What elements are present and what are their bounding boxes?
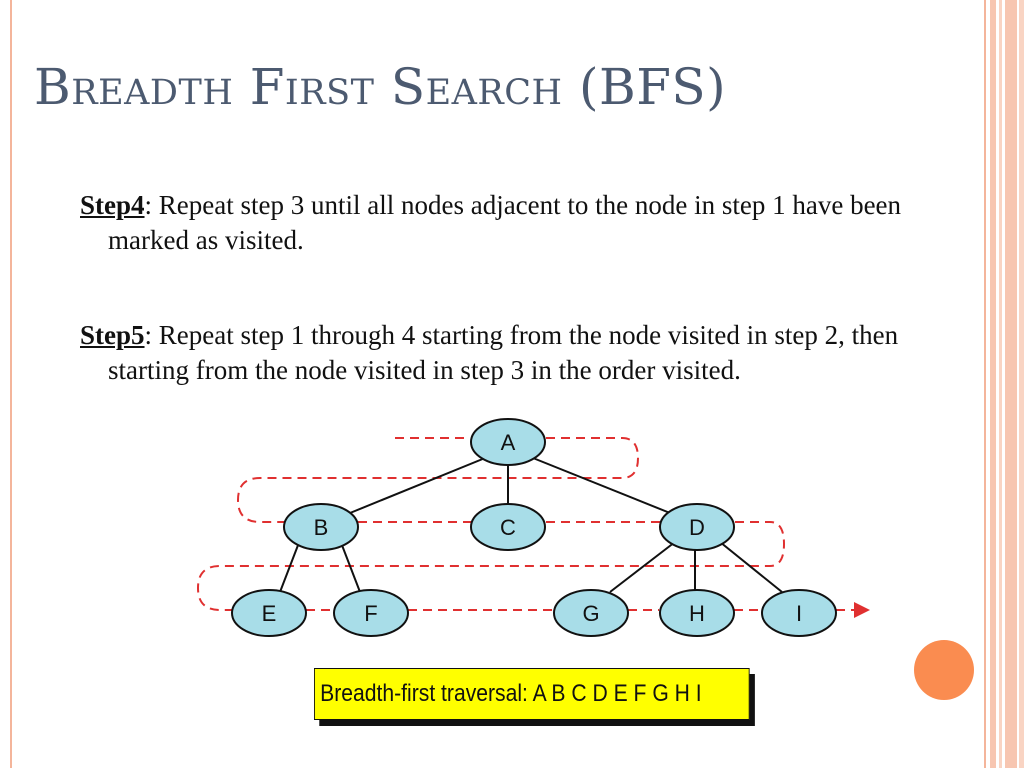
svg-text:E: E (262, 601, 277, 626)
tree-node-f: F (333, 589, 409, 637)
tree-node-h: H (659, 589, 735, 637)
svg-text:G: G (582, 601, 599, 626)
step5-label: Step5 (80, 320, 145, 350)
svg-text:B: B (314, 515, 329, 540)
tree-node-b: B (283, 503, 359, 551)
step5-text: : Repeat step 1 through 4 starting from … (108, 320, 899, 385)
svg-text:F: F (364, 601, 377, 626)
tree-edges (279, 455, 783, 593)
tree-node-a: A (470, 418, 546, 466)
decorative-stripe (1005, 0, 1017, 768)
bfs-tree-diagram: A B C D E F G H I (196, 418, 870, 637)
tree-node-c: C (470, 503, 546, 551)
tree-node-g: G (553, 589, 629, 637)
decorative-stripe (1019, 0, 1024, 768)
slide-frame (10, 0, 986, 768)
step4-text: : Repeat step 3 until all nodes adjacent… (108, 190, 902, 255)
svg-text:C: C (500, 515, 516, 540)
traversal-path (196, 437, 856, 611)
tree-node-i: I (761, 589, 837, 637)
tree-node-d: D (659, 503, 735, 551)
tree-node-e: E (231, 589, 307, 637)
traversal-arrowhead (854, 602, 870, 618)
svg-text:H: H (689, 601, 705, 626)
decorative-stripe (990, 0, 996, 768)
step4-paragraph: Step4: Repeat step 3 until all nodes adj… (80, 188, 938, 258)
step5-paragraph: Step5: Repeat step 1 through 4 starting … (80, 318, 938, 388)
slide-title: Breadth First Search (BFS) (34, 58, 727, 116)
decorative-stripe (999, 0, 1002, 768)
traversal-caption: Breadth-first traversal: A B C D E F G H… (320, 680, 702, 707)
svg-text:D: D (689, 515, 705, 540)
svg-text:A: A (501, 430, 516, 455)
svg-text:I: I (796, 601, 802, 626)
decorative-circle (914, 640, 974, 700)
step4-label: Step4 (80, 190, 145, 220)
traversal-caption-box: Breadth-first traversal: A B C D E F G H… (314, 668, 750, 720)
